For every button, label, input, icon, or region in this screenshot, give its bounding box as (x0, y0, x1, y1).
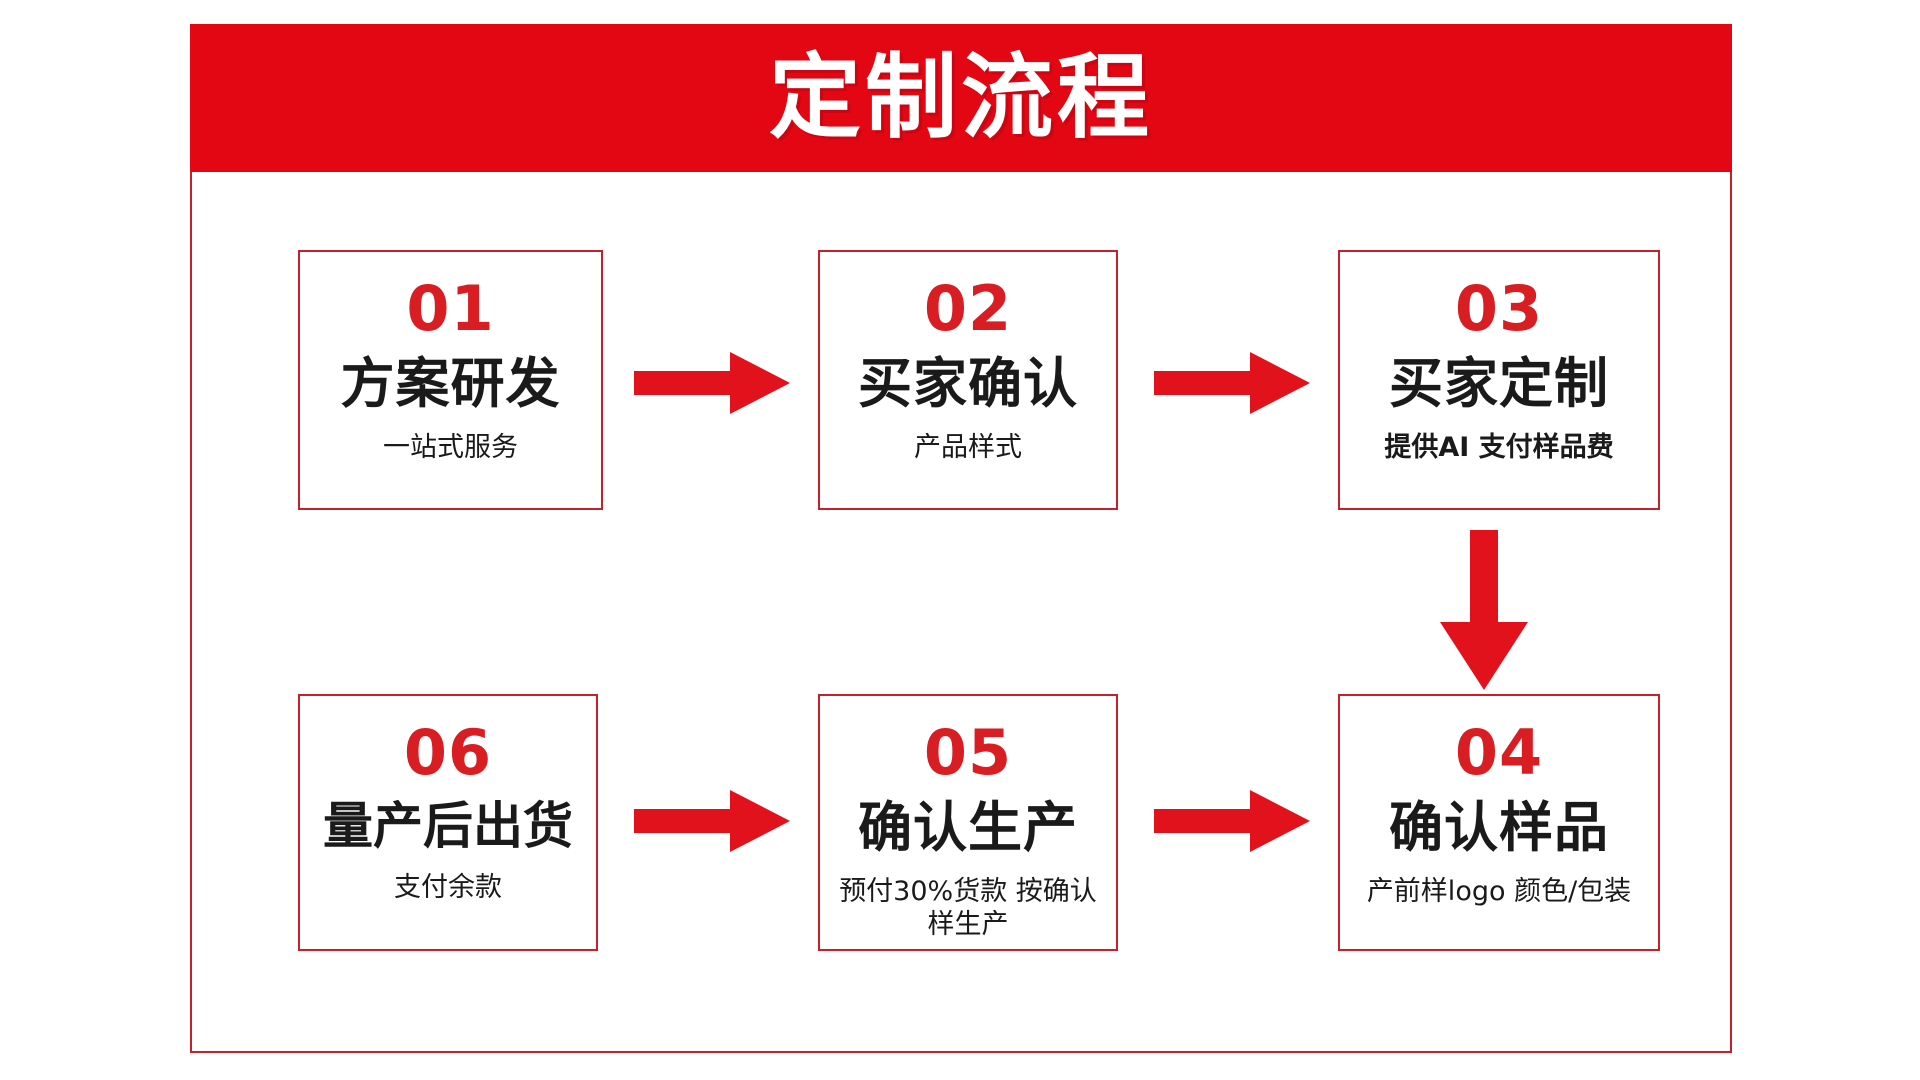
step-box-04[interactable]: 04 确认样品 产前样logo 颜色/包装 (1338, 694, 1660, 951)
step-number-03: 03 (1454, 272, 1544, 345)
step-box-02[interactable]: 02 买家确认 产品样式 (818, 250, 1118, 510)
step-desc-02: 产品样式 (914, 431, 1022, 463)
step-desc-01: 一站式服务 (383, 431, 518, 463)
step-box-06[interactable]: 06 量产后出货 支付余款 (298, 694, 598, 951)
step-number-05: 05 (923, 716, 1013, 789)
header-banner: 定制流程 (190, 24, 1732, 172)
step-title-02: 买家确认 (858, 352, 1078, 415)
page-title: 定制流程 (768, 44, 1153, 151)
arrow-right-icon-step-05-to-04 (1154, 790, 1310, 852)
step-title-04: 确认样品 (1389, 796, 1609, 859)
step-desc-05: 预付30%货款 按确认样生产 (839, 875, 1097, 941)
step-desc-04: 产前样logo 颜色/包装 (1366, 875, 1632, 907)
step-desc-06: 支付余款 (394, 871, 502, 903)
step-title-06: 量产后出货 (323, 797, 573, 855)
step-number-06: 06 (403, 716, 493, 789)
arrow-right-icon-step-06-to-05 (634, 790, 790, 852)
step-box-05[interactable]: 05 确认生产 预付30%货款 按确认样生产 (818, 694, 1118, 951)
step-number-04: 04 (1454, 716, 1544, 789)
arrow-down-icon-step-03-to-04 (1440, 530, 1528, 690)
step-title-03: 买家定制 (1389, 352, 1609, 415)
step-box-01[interactable]: 01 方案研发 一站式服务 (298, 250, 603, 510)
arrow-right-icon-step-01-to-02 (634, 352, 790, 414)
step-number-01: 01 (406, 272, 495, 345)
step-title-01: 方案研发 (340, 352, 561, 415)
step-desc-03: 提供AI 支付样品费 (1384, 431, 1614, 463)
step-box-03[interactable]: 03 买家定制 提供AI 支付样品费 (1338, 250, 1660, 510)
step-title-05: 确认生产 (858, 796, 1078, 859)
arrow-right-icon-step-02-to-03 (1154, 352, 1310, 414)
step-number-02: 02 (923, 272, 1013, 345)
